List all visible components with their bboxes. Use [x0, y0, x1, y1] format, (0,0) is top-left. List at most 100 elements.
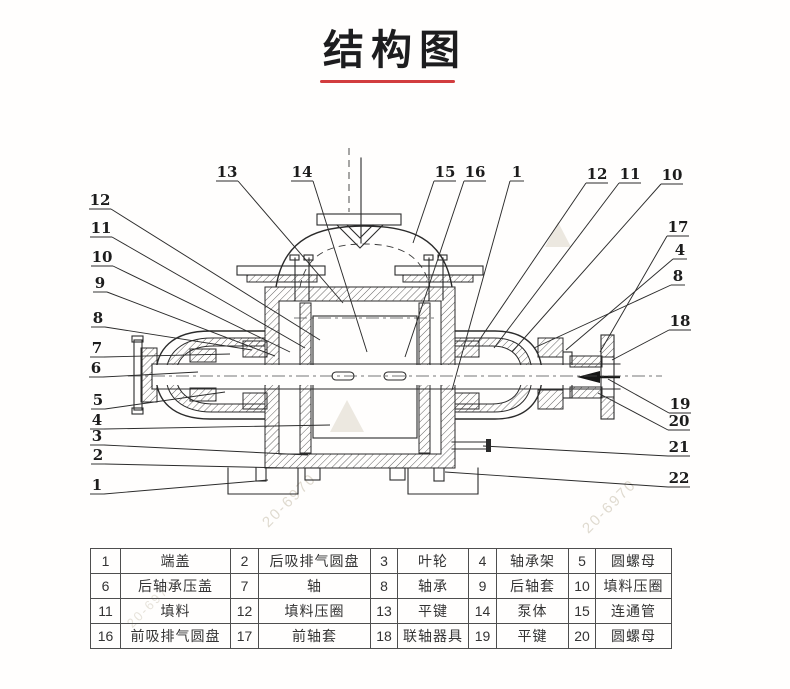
- callout-number: 6: [91, 359, 101, 377]
- callout-leader: [412, 180, 435, 244]
- callout-number: 13: [217, 163, 238, 181]
- callout-number: 10: [92, 248, 113, 266]
- callout-number: 3: [92, 427, 102, 445]
- part-number: 14: [469, 599, 497, 624]
- callout-number: 15: [435, 163, 456, 181]
- part-number: 5: [569, 549, 596, 574]
- part-number: 10: [569, 574, 596, 599]
- pump-drawing: [128, 148, 662, 495]
- part-number: 19: [469, 624, 497, 649]
- part-name: 填料压圈: [259, 599, 371, 624]
- part-name: 圆螺母: [596, 549, 672, 574]
- callout-number: 12: [587, 165, 608, 183]
- part-number: 16: [91, 624, 121, 649]
- part-name: 轴: [259, 574, 371, 599]
- part-name: 前吸排气圆盘: [121, 624, 231, 649]
- callout-leader: [493, 182, 620, 349]
- callout-leader: [111, 236, 306, 349]
- callout-number: 2: [93, 446, 103, 464]
- callout-number: 4: [675, 241, 685, 259]
- callout-number: 1: [512, 163, 522, 181]
- callout-leader: [103, 424, 331, 430]
- part-number: 7: [231, 574, 259, 599]
- callout-number: 21: [669, 438, 690, 456]
- part-name: 连通管: [596, 599, 672, 624]
- callout-leader: [312, 180, 368, 353]
- title-underline: [320, 80, 455, 83]
- callout-leader: [482, 445, 669, 457]
- callout-number: 11: [620, 165, 641, 183]
- part-number: 8: [371, 574, 398, 599]
- callout-leader: [444, 471, 669, 488]
- part-number: 6: [91, 574, 121, 599]
- part-number: 1: [91, 549, 121, 574]
- part-name: 填料: [121, 599, 231, 624]
- callout-leader: [404, 180, 465, 358]
- callout-leader: [237, 180, 344, 304]
- callout-leader: [103, 444, 309, 456]
- callout-leader: [599, 235, 668, 353]
- callout-leader: [112, 265, 291, 353]
- callout-number: 18: [670, 312, 691, 330]
- part-number: 3: [371, 549, 398, 574]
- part-name: 端盖: [121, 549, 231, 574]
- part-name: 圆螺母: [596, 624, 672, 649]
- callout-leader: [451, 180, 511, 391]
- callout-number: 19: [670, 395, 691, 413]
- callout-number: 17: [668, 218, 689, 236]
- part-name: 轴承架: [497, 549, 569, 574]
- part-number: 13: [371, 599, 398, 624]
- callout-number: 1: [92, 476, 102, 494]
- part-number: 20: [569, 624, 596, 649]
- callout-leader: [104, 326, 253, 351]
- part-number: 15: [569, 599, 596, 624]
- part-name: 平键: [398, 599, 469, 624]
- callout-leader: [477, 182, 587, 343]
- callout-leader: [597, 392, 669, 431]
- part-number: 2: [231, 549, 259, 574]
- callout-leader: [565, 258, 674, 351]
- part-name: 前轴套: [259, 624, 371, 649]
- watermark-logo: [545, 222, 571, 247]
- callout-leader: [611, 329, 670, 361]
- callout-leader: [533, 284, 672, 349]
- callout-number: 16: [465, 163, 486, 181]
- part-name: 叶轮: [398, 549, 469, 574]
- callout-leader: [511, 183, 662, 353]
- callout-number: 11: [91, 219, 112, 237]
- callout-number: 4: [92, 411, 102, 429]
- part-name: 后轴承压盖: [121, 574, 231, 599]
- page-title: 结构图: [323, 27, 467, 73]
- part-name: 填料压圈: [596, 574, 672, 599]
- part-name: 泵体: [497, 599, 569, 624]
- callout-number: 8: [93, 309, 103, 327]
- part-number: 11: [91, 599, 121, 624]
- part-name: 后轴套: [497, 574, 569, 599]
- callout-number: 10: [662, 166, 683, 184]
- callout-leader: [104, 463, 289, 469]
- part-number: 18: [371, 624, 398, 649]
- callout-number: 12: [90, 191, 111, 209]
- callout-leader: [103, 353, 231, 358]
- callout-number: 20: [669, 412, 690, 430]
- callout-number: 9: [95, 274, 105, 292]
- callout-leader: [102, 371, 199, 378]
- callout-number: 5: [93, 391, 103, 409]
- callout-number: 22: [669, 469, 690, 487]
- callout-leader: [104, 391, 226, 410]
- part-number: 12: [231, 599, 259, 624]
- callout-number: 8: [673, 267, 683, 285]
- watermark-logo: [330, 400, 364, 432]
- callout-number: 7: [92, 339, 102, 357]
- part-number: 17: [231, 624, 259, 649]
- callout-leader: [607, 378, 670, 414]
- part-name: 联轴器具: [398, 624, 469, 649]
- part-name: 后吸排气圆盘: [259, 549, 371, 574]
- callout-leader: [106, 291, 276, 357]
- part-number: 9: [469, 574, 497, 599]
- callout-number: 14: [292, 163, 313, 181]
